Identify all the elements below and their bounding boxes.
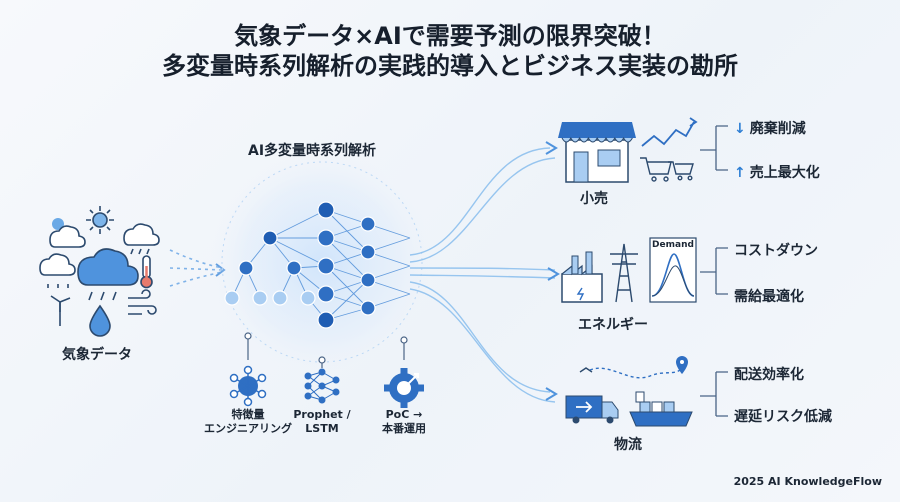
neural-net-icon	[304, 368, 340, 404]
gear-icon	[384, 368, 424, 408]
arrow-down-icon: ↓	[734, 121, 746, 137]
power-plant-icon	[561, 251, 603, 303]
demand-chart-label: Demand	[652, 240, 694, 250]
sector-energy-label: エネルギー	[578, 317, 648, 333]
route-map-icon	[579, 356, 688, 379]
big-rain-cloud-icon	[77, 248, 139, 301]
sector-retail-label: 小売	[580, 191, 608, 207]
sun-icon	[86, 206, 114, 234]
outcome-logistics-2: 遅延リスク低減	[734, 409, 832, 425]
title-line2: 多変量時系列解析の実践的導入とビジネス実装の勘所	[162, 52, 738, 80]
neural-network-icon	[231, 209, 411, 321]
wind-icon	[128, 289, 157, 315]
thermometer-icon	[140, 255, 153, 289]
snow-cloud-icon	[39, 253, 76, 288]
truck-icon	[565, 395, 619, 424]
energy-arrow-head	[547, 267, 560, 281]
method-3-label: PoC → 本番運用	[382, 408, 426, 435]
neural-nodes	[224, 201, 376, 329]
power-tower-icon	[610, 243, 638, 303]
method-2-label: Prophet / LSTM	[293, 408, 351, 435]
retail-arrow-head	[545, 141, 558, 155]
network-icon	[229, 365, 267, 407]
method-connectors	[244, 332, 408, 368]
arrow-up-icon: ↑	[734, 165, 746, 181]
outcome-brackets	[700, 125, 728, 417]
rain-cloud-icon	[123, 223, 160, 255]
outcome-energy-2: 需給最適化	[734, 289, 804, 305]
outcome-retail-2: ↑売上最大化	[734, 165, 820, 181]
demand-chart-icon	[649, 237, 697, 303]
footer-credit: 2025 AI KnowledgeFlow	[733, 475, 882, 488]
outcome-logistics-1: 配送効率化	[734, 367, 804, 383]
wind-turbine-icon	[50, 295, 71, 326]
title-line1: 気象データ×AIで需要予測の限界突破！	[234, 22, 666, 50]
growth-chart-icon	[641, 117, 698, 147]
sector-logistics-label: 物流	[614, 437, 642, 453]
store-icon	[558, 122, 636, 183]
weather-icons	[39, 206, 160, 337]
logistics-arrow-head	[545, 387, 558, 401]
outcome-energy-1: コストダウン	[734, 243, 818, 259]
sun-cloud-icon	[49, 218, 86, 248]
ship-icon	[629, 391, 693, 427]
ai-label: AI多変量時系列解析	[248, 143, 377, 159]
weather-label: 気象データ	[62, 347, 132, 363]
outcome-retail-1: ↓廃棄削減	[734, 121, 806, 137]
cart-icon	[640, 157, 694, 182]
output-streams	[409, 147, 556, 403]
method-1-label: 特徴量 エンジニアリング	[204, 408, 292, 435]
raindrop-icon	[89, 304, 111, 337]
